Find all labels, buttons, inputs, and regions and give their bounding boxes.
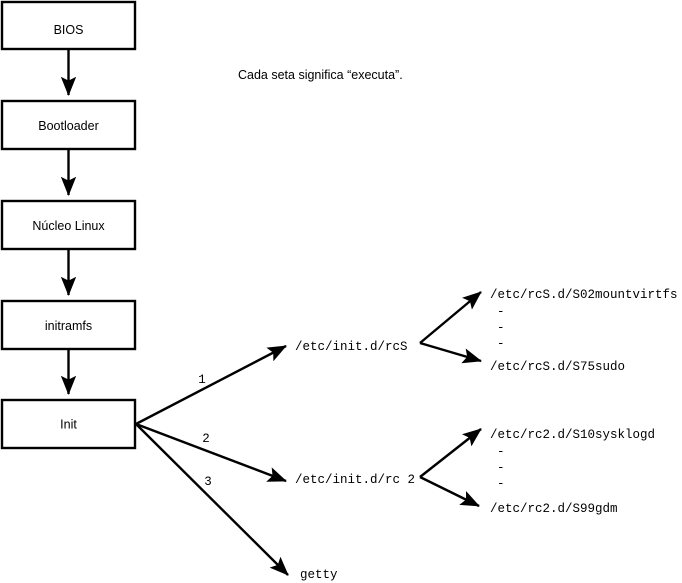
init-box	[0, 398, 137, 450]
rcs-ellipsis-3: -	[497, 337, 505, 351]
arrow-rc2-to-first-script	[419, 428, 482, 478]
rc2-ellipsis-3: -	[497, 477, 505, 491]
arrow-init-to-rc2	[135, 422, 287, 483]
rcs-first-script: /etc/rcS.d/S02mountvirtfs	[490, 288, 678, 302]
node-bootloader: Bootloader	[0, 99, 137, 151]
initramfs-label: initramfs	[45, 319, 92, 333]
node-init: Init	[0, 398, 137, 450]
bootloader-label: Bootloader	[38, 119, 98, 133]
arrow-init-to-getty	[135, 423, 289, 576]
diagram-caption: Cada seta significa “executa”.	[238, 68, 403, 82]
node-initramfs: initramfs	[0, 299, 137, 351]
target-label-rcs: /etc/init.d/rcS	[295, 340, 408, 354]
rc2-first-script: /etc/rc2.d/S10sysklogd	[490, 428, 655, 442]
arrow-rc2-to-last-script	[419, 475, 480, 508]
node-kernel: Núcleo Linux	[0, 199, 137, 251]
rcs-ellipsis-2: -	[497, 321, 505, 335]
arrow-init-to-rcs	[135, 344, 287, 426]
edge-number-2: 2	[202, 432, 210, 446]
rc2-ellipsis-2: -	[497, 461, 505, 475]
edge-number-1: 1	[198, 373, 206, 387]
rc2-last-script: /etc/rc2.d/S99gdm	[490, 502, 618, 516]
rcs-ellipsis-1: -	[497, 305, 505, 319]
target-label-rc2: /etc/init.d/rc 2	[295, 473, 415, 487]
arrow-rcs-to-first-script	[419, 291, 482, 344]
arrow-rcs-to-last-script	[419, 341, 482, 364]
kernel-label: Núcleo Linux	[32, 219, 105, 233]
edge-number-3: 3	[204, 475, 212, 489]
init-label: Init	[60, 417, 77, 431]
bios-box	[0, 0, 137, 51]
rc2-ellipsis-1: -	[497, 445, 505, 459]
rcs-last-script: /etc/rcS.d/S75sudo	[490, 360, 625, 374]
node-bios: BIOS	[0, 0, 137, 51]
target-label-getty: getty	[300, 568, 338, 582]
bios-label: BIOS	[54, 23, 84, 37]
initramfs-box	[0, 299, 137, 351]
